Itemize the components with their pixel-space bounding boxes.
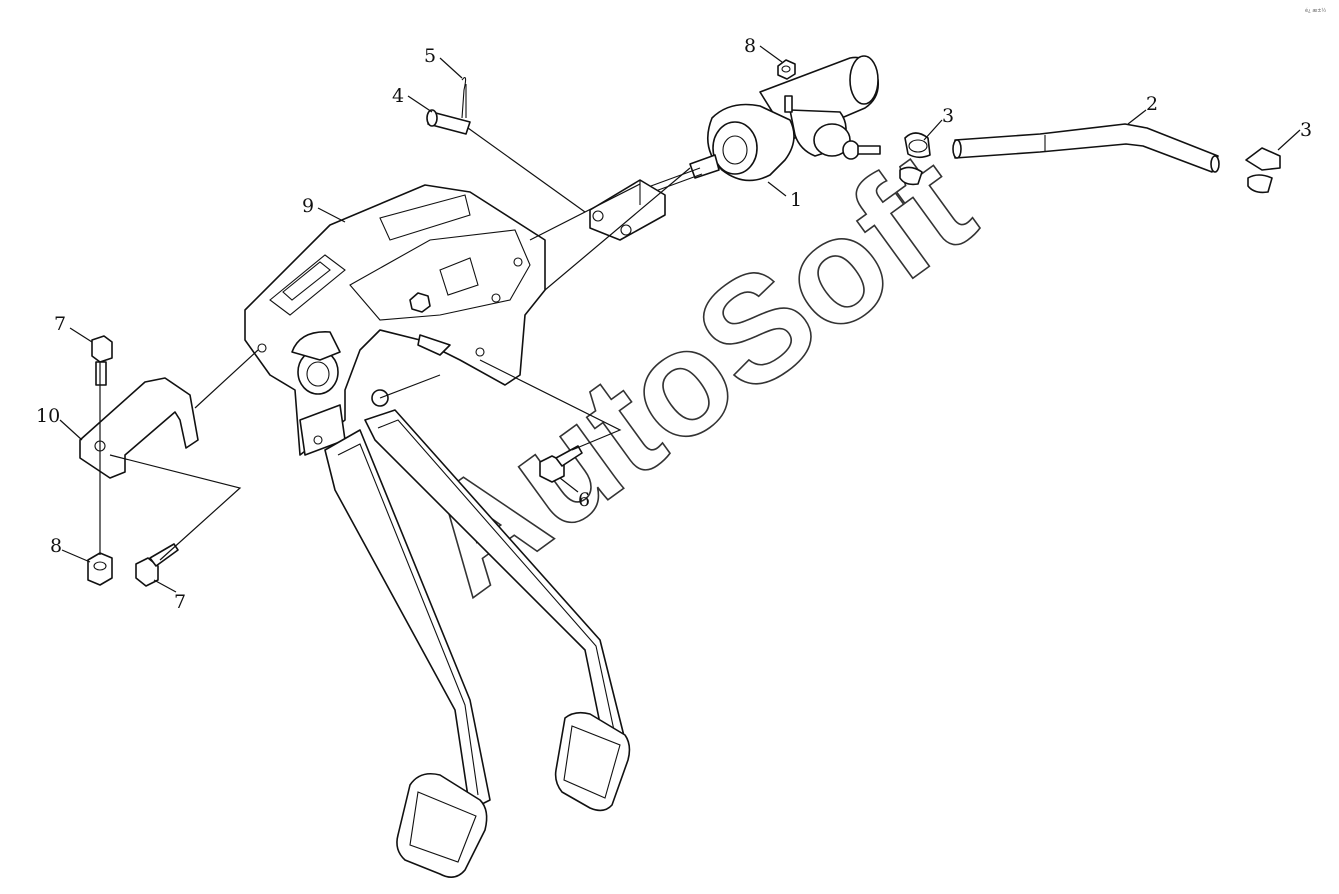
part-2-hose	[952, 123, 1220, 173]
part-6-bolt	[539, 445, 583, 483]
part-9-pedal-bracket	[244, 184, 546, 456]
callout-7-bottom: 7	[174, 591, 186, 613]
push-rod-clevis	[589, 179, 666, 241]
callout-8-bottom: 8	[50, 535, 62, 557]
callout-6: 6	[578, 489, 590, 511]
callout-10: 10	[36, 405, 60, 427]
callout-5: 5	[424, 45, 436, 67]
part-8-nut-bottom	[87, 552, 113, 586]
part-8-nut-top	[777, 59, 796, 80]
part-7-bolt-bottom	[135, 543, 179, 587]
callout-1: 1	[790, 189, 802, 211]
callout-9: 9	[302, 195, 314, 217]
callout-numbers: 5 4 8 3 2 3 1 9 7 10 8 7 6	[36, 35, 1312, 613]
callout-2: 2	[1146, 93, 1158, 115]
part-4-clevis-pin	[426, 109, 471, 135]
callout-4: 4	[392, 85, 404, 107]
clutch-pedal-pad	[554, 711, 631, 812]
callout-8-top: 8	[744, 35, 756, 57]
callout-3-left: 3	[942, 105, 954, 127]
part-7-bolt-top	[91, 335, 113, 386]
part-10-bracket	[79, 377, 199, 479]
callout-leaders	[59, 45, 1301, 593]
part-3-clamp-left	[899, 132, 931, 186]
part-1-master-cylinder	[639, 55, 881, 197]
part-5-cotter-pin	[461, 77, 467, 119]
callout-7-top: 7	[54, 313, 66, 335]
corner-mark: é¿ æ±½	[1305, 7, 1326, 14]
part-3-clamp-right	[1245, 147, 1281, 194]
assembly-lines	[99, 127, 691, 561]
callout-3-right: 3	[1300, 119, 1312, 141]
brake-pedal-pad	[396, 772, 488, 878]
